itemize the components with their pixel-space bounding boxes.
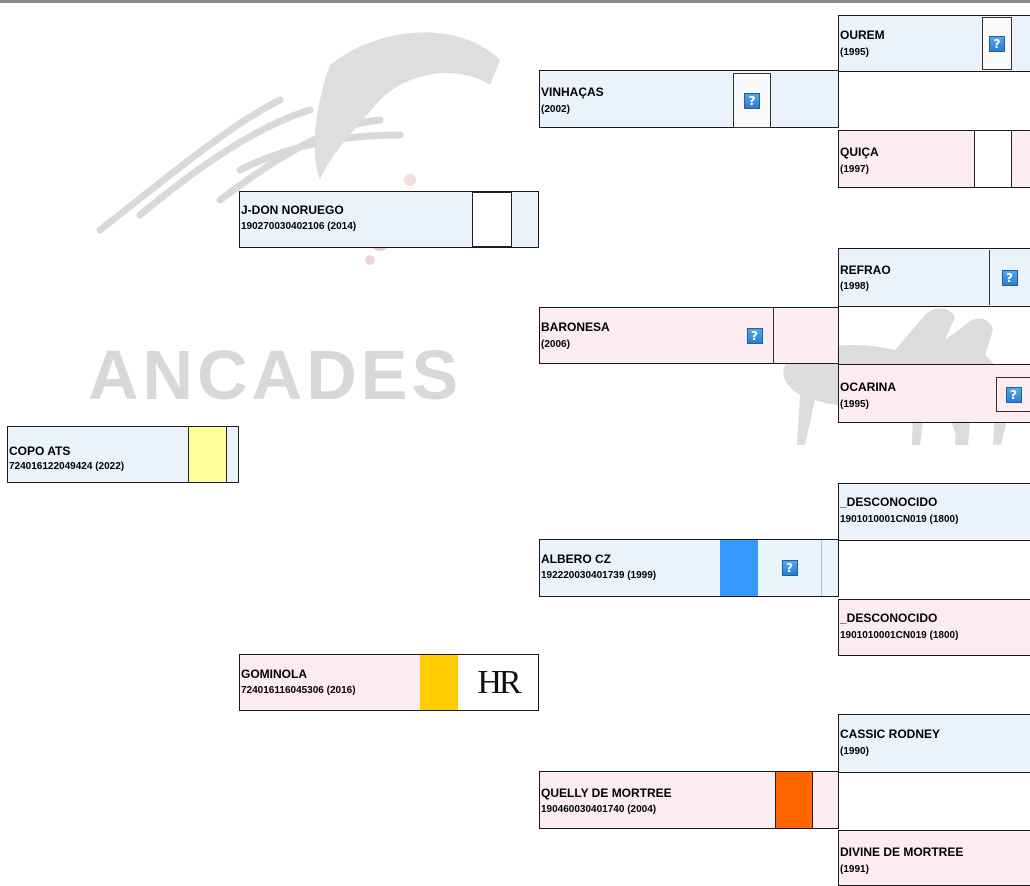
dds-card[interactable]: CASSIC RODNEY (1990) bbox=[838, 714, 1030, 773]
sire-dam-card[interactable]: BARONESA (2006) ? bbox=[539, 307, 839, 364]
sire-dam-name: BARONESA bbox=[541, 320, 610, 334]
horse-watermark-icon bbox=[96, 32, 500, 265]
sire-sire-info: (2002) bbox=[541, 104, 570, 115]
sire-sire-card[interactable]: VINHAÇAS (2002) ? bbox=[539, 70, 839, 128]
sss-photo-button[interactable]: ? bbox=[982, 17, 1012, 70]
question-icon: ? bbox=[989, 35, 1005, 52]
sire-sire-name: VINHAÇAS bbox=[541, 85, 604, 99]
subject-info: 724016122049424 (2022) bbox=[9, 461, 125, 472]
sire-dam-info: (2006) bbox=[541, 339, 570, 350]
dam-card[interactable]: GOMINOLA 724016116045306 (2016) HR bbox=[239, 654, 539, 711]
sdd-card[interactable]: OCARINA (1995) ? bbox=[838, 364, 1030, 423]
sds-name: REFRAO bbox=[840, 263, 891, 277]
dam-dam-card[interactable]: QUELLY DE MORTREE 190460030401740 (2004) bbox=[539, 771, 839, 829]
sire-dam-photo-button[interactable]: ? bbox=[736, 308, 774, 363]
sds-card[interactable]: REFRAO (1998) ? bbox=[838, 248, 1030, 307]
subject-horse-card[interactable]: COPO ATS 724016122049424 (2022) bbox=[7, 426, 239, 483]
sire-photo-placeholder bbox=[472, 192, 512, 247]
question-icon: ? bbox=[744, 92, 760, 109]
top-border bbox=[0, 0, 1030, 3]
question-icon: ? bbox=[746, 327, 763, 344]
dam-sire-info: 192220030401739 (1999) bbox=[541, 570, 657, 581]
dam-info: 724016116045306 (2016) bbox=[241, 685, 356, 696]
ssd-info: (1997) bbox=[840, 164, 869, 175]
sdd-photo-button[interactable]: ? bbox=[996, 377, 1030, 412]
ssd-photo-placeholder bbox=[974, 131, 1012, 187]
dds-info: (1990) bbox=[840, 746, 869, 757]
ddd-card[interactable]: DIVINE DE MORTREE (1991) bbox=[838, 830, 1030, 886]
dss-info: 1901010001CN019 (1800) bbox=[840, 514, 959, 525]
dsd-name: _DESCONOCIDO bbox=[840, 611, 938, 625]
dam-sire-name: ALBERO CZ bbox=[541, 552, 611, 566]
dam-sire-card[interactable]: ALBERO CZ 192220030401739 (1999) ? bbox=[539, 539, 839, 597]
ddd-info: (1991) bbox=[840, 864, 869, 875]
sire-card[interactable]: J-DON NORUEGO 190270030402106 (2014) bbox=[239, 191, 539, 248]
dam-sire-photo-button[interactable]: ? bbox=[758, 540, 822, 596]
dam-dam-name: QUELLY DE MORTREE bbox=[541, 786, 672, 800]
sds-info: (1998) bbox=[840, 281, 869, 292]
dsd-info: 1901010001CN019 (1800) bbox=[840, 630, 959, 641]
dam-sire-coat-color bbox=[720, 540, 758, 596]
dam-dam-coat-color bbox=[775, 772, 813, 828]
watermark-text: ANCADES bbox=[88, 336, 463, 414]
dsd-card[interactable]: _DESCONOCIDO 1901010001CN019 (1800) bbox=[838, 599, 1030, 656]
sire-sire-photo-button[interactable]: ? bbox=[733, 73, 771, 128]
ssd-name: QUIÇA bbox=[840, 145, 879, 159]
ddd-name: DIVINE DE MORTREE bbox=[840, 845, 964, 859]
sss-info: (1995) bbox=[840, 47, 869, 58]
question-icon: ? bbox=[781, 560, 798, 576]
sire-info: 190270030402106 (2014) bbox=[241, 221, 357, 232]
dss-card[interactable]: _DESCONOCIDO 1901010001CN019 (1800) bbox=[838, 483, 1030, 541]
sss-card[interactable]: OUREM (1995) ? bbox=[838, 15, 1030, 72]
ssd-card[interactable]: QUIÇA (1997) bbox=[838, 130, 1030, 188]
sdd-name: OCARINA bbox=[840, 380, 896, 394]
dam-breeder-logo: HR bbox=[458, 655, 538, 710]
dds-name: CASSIC RODNEY bbox=[840, 727, 941, 741]
question-icon: ? bbox=[1001, 269, 1018, 286]
sss-name: OUREM bbox=[840, 28, 885, 42]
dam-coat-color bbox=[420, 655, 458, 710]
sire-name: J-DON NORUEGO bbox=[241, 203, 344, 217]
subject-coat-color bbox=[188, 427, 227, 482]
dss-name: _DESCONOCIDO bbox=[840, 495, 938, 509]
question-icon: ? bbox=[1005, 386, 1022, 403]
dam-name: GOMINOLA bbox=[241, 667, 307, 681]
sdd-info: (1995) bbox=[840, 399, 869, 410]
sds-photo-button[interactable]: ? bbox=[989, 250, 1029, 305]
subject-name: COPO ATS bbox=[9, 444, 71, 458]
dam-dam-info: 190460030401740 (2004) bbox=[541, 804, 657, 815]
